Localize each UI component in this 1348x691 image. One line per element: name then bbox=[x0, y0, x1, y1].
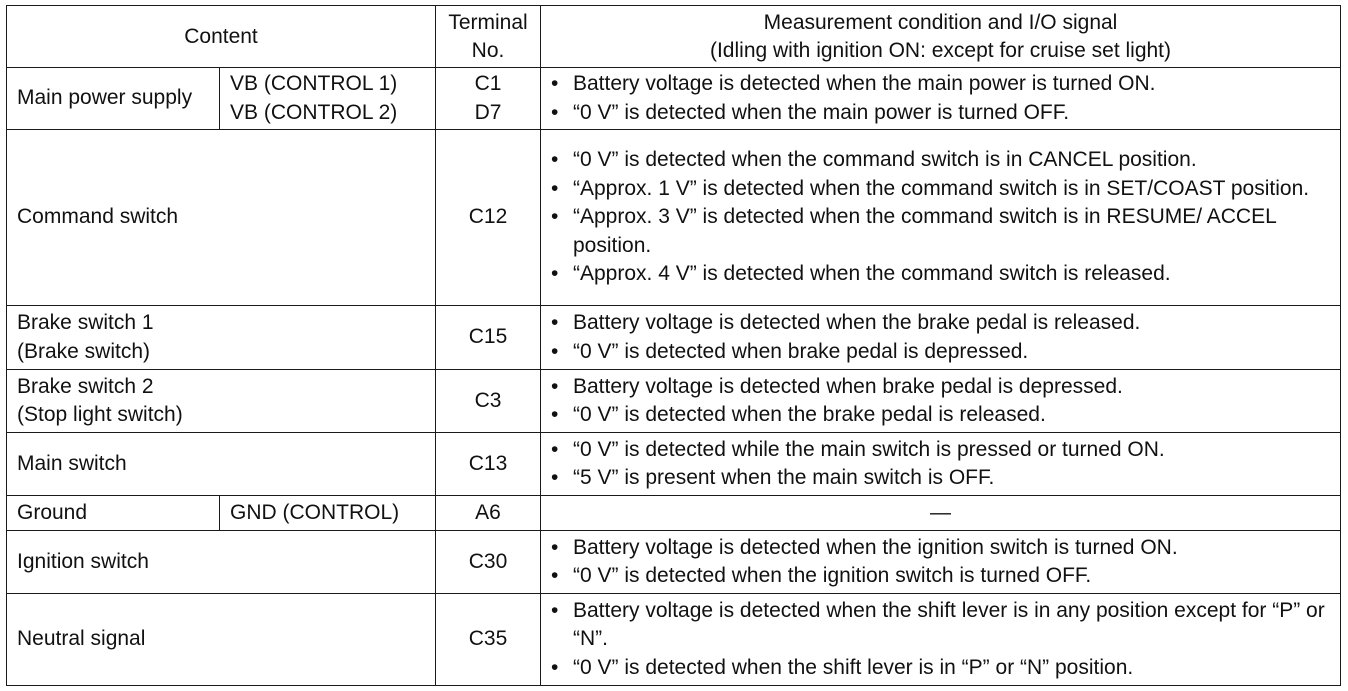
brake-switch-1-terminal: C15 bbox=[435, 305, 541, 370]
ground-desc: — bbox=[540, 495, 1341, 531]
neutral-signal-desc: Battery voltage is detected when the shi… bbox=[540, 593, 1341, 686]
row-command-switch: Command switch C12 “0 V” is detected whe… bbox=[6, 129, 1341, 306]
ground-sub: GND (CONTROL) bbox=[219, 495, 436, 531]
row-ground: Ground GND (CONTROL) A6 — bbox=[6, 495, 1341, 531]
bullet-item: “0 V” is detected while the main switch … bbox=[551, 436, 1331, 465]
bullet-item: Battery voltage is detected when brake p… bbox=[551, 373, 1331, 402]
ignition-switch-terminal: C30 bbox=[435, 530, 541, 594]
main-switch-label: Main switch bbox=[6, 432, 436, 496]
bullet-item: “0 V” is detected when the command switc… bbox=[551, 146, 1331, 175]
main-power-term2: D7 bbox=[474, 100, 502, 124]
main-switch-desc: “0 V” is detected while the main switch … bbox=[540, 432, 1341, 496]
brake-switch-1-label1: Brake switch 1 bbox=[17, 311, 154, 334]
brake-switch-2-desc: Battery voltage is detected when brake p… bbox=[540, 369, 1341, 433]
bullet-item: “0 V” is detected when the shift lever i… bbox=[551, 654, 1331, 683]
ignition-switch-desc: Battery voltage is detected when the ign… bbox=[540, 530, 1341, 594]
brake-switch-1-desc: Battery voltage is detected when the bra… bbox=[540, 305, 1341, 370]
brake-switch-1-label2: (Brake switch) bbox=[17, 339, 151, 363]
ignition-switch-label: Ignition switch bbox=[6, 530, 436, 594]
bullet-item: “0 V” is detected when the brake pedal i… bbox=[551, 401, 1331, 430]
bullet-item: “0 V” is detected when brake pedal is de… bbox=[551, 338, 1331, 367]
main-power-terminal: C1 D7 bbox=[435, 67, 541, 130]
main-power-sub: VB (CONTROL 1) VB (CONTROL 2) bbox=[219, 67, 436, 130]
ground-terminal: A6 bbox=[435, 495, 541, 531]
main-power-sub2: VB (CONTROL 2) bbox=[230, 100, 398, 124]
header-terminal-no: Terminal No. bbox=[435, 5, 541, 68]
command-switch-label: Command switch bbox=[6, 129, 436, 306]
main-power-label: Main power supply bbox=[6, 67, 220, 130]
terminal-io-signal-table: Content Terminal No. Measurement conditi… bbox=[6, 5, 1341, 686]
neutral-signal-label: Neutral signal bbox=[6, 593, 436, 686]
header-measurement-line2: (Idling with ignition ON: except for cru… bbox=[709, 38, 1172, 62]
header-terminal-line2: No. bbox=[471, 38, 505, 62]
bullet-item: “Approx. 3 V” is detected when the comma… bbox=[551, 203, 1331, 260]
bullet-item: Battery voltage is detected when the mai… bbox=[551, 70, 1331, 99]
terminal-table-container: Content Terminal No. Measurement conditi… bbox=[6, 5, 1341, 686]
header-terminal-line1: Terminal bbox=[448, 10, 528, 34]
brake-switch-2-label: Brake switch 2 (Stop light switch) bbox=[6, 369, 436, 433]
ground-label: Ground bbox=[6, 495, 220, 531]
brake-switch-2-terminal: C3 bbox=[435, 369, 541, 433]
row-ignition-switch: Ignition switch C30 Battery voltage is d… bbox=[6, 530, 1341, 594]
row-neutral-signal: Neutral signal C35 Battery voltage is de… bbox=[6, 593, 1341, 686]
row-brake-switch-1: Brake switch 1 (Brake switch) C15 Batter… bbox=[6, 305, 1341, 370]
bullet-item: “0 V” is detected when the main power is… bbox=[551, 99, 1331, 128]
bullet-item: “Approx. 4 V” is detected when the comma… bbox=[551, 260, 1331, 289]
brake-switch-1-label: Brake switch 1 (Brake switch) bbox=[6, 305, 436, 370]
main-power-sub1: VB (CONTROL 1) bbox=[230, 72, 398, 95]
bullet-item: “5 V” is present when the main switch is… bbox=[551, 464, 1331, 493]
neutral-signal-terminal: C35 bbox=[435, 593, 541, 686]
command-switch-desc: “0 V” is detected when the command switc… bbox=[540, 129, 1341, 306]
bullet-item: “Approx. 1 V” is detected when the comma… bbox=[551, 175, 1331, 204]
command-switch-terminal: C12 bbox=[435, 129, 541, 306]
header-measurement: Measurement condition and I/O signal (Id… bbox=[540, 5, 1341, 68]
row-main-power-supply: Main power supply VB (CONTROL 1) VB (CON… bbox=[6, 67, 1341, 130]
header-row: Content Terminal No. Measurement conditi… bbox=[6, 5, 1341, 68]
header-measurement-line1: Measurement condition and I/O signal bbox=[763, 10, 1118, 34]
main-power-desc: Battery voltage is detected when the mai… bbox=[540, 67, 1341, 130]
row-main-switch: Main switch C13 “0 V” is detected while … bbox=[6, 432, 1341, 496]
header-content: Content bbox=[6, 5, 436, 68]
row-brake-switch-2: Brake switch 2 (Stop light switch) C3 Ba… bbox=[6, 369, 1341, 433]
brake-switch-2-label2: (Stop light switch) bbox=[17, 403, 183, 426]
main-power-term1: C1 bbox=[474, 72, 502, 95]
main-switch-terminal: C13 bbox=[435, 432, 541, 496]
bullet-item: Battery voltage is detected when the shi… bbox=[551, 597, 1331, 654]
bullet-item: Battery voltage is detected when the ign… bbox=[551, 534, 1331, 563]
bullet-item: Battery voltage is detected when the bra… bbox=[551, 309, 1331, 338]
brake-switch-2-label1: Brake switch 2 bbox=[17, 374, 154, 398]
bullet-item: “0 V” is detected when the ignition swit… bbox=[551, 562, 1331, 591]
